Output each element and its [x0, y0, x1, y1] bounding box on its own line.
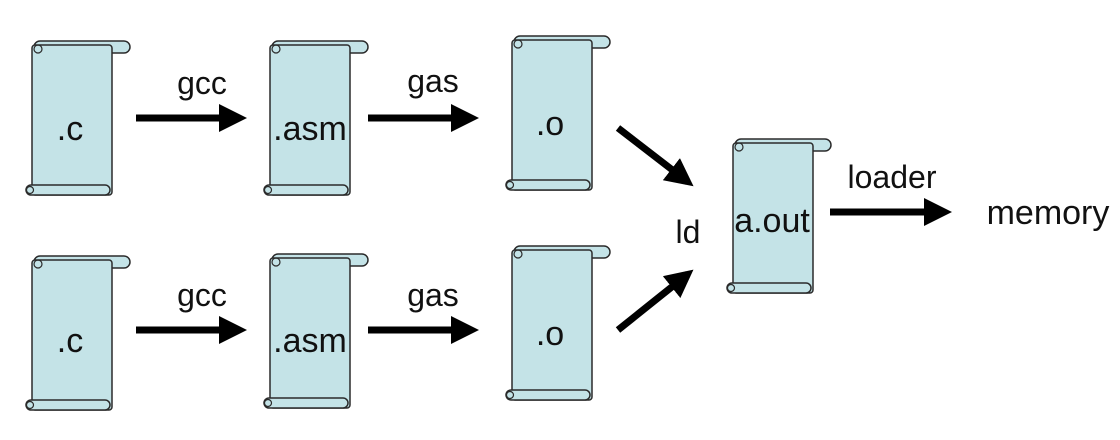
- object-file-scroll-row2: [505, 245, 611, 401]
- object-file-label-row2: .o: [536, 315, 564, 353]
- assembler-label-row1: gas: [407, 63, 459, 99]
- object-file-label-row1: .o: [536, 105, 564, 143]
- ld-arrow-upper: [615, 125, 694, 187]
- executable-file-label: a.out: [734, 202, 810, 240]
- ld-arrow-lower: [615, 269, 694, 333]
- source-file-label-row1: .c: [57, 110, 83, 148]
- memory-label: memory: [987, 194, 1110, 232]
- source-file-label-row2: .c: [57, 322, 83, 360]
- executable-file-scroll: [726, 138, 832, 294]
- assembly-file-scroll-row2: [263, 253, 369, 409]
- object-file-scroll-row1: [505, 35, 611, 191]
- assembler-label-row2: gas: [407, 277, 459, 313]
- compiler-label-row1: gcc: [177, 65, 227, 101]
- linker-label: ld: [676, 214, 701, 250]
- source-file-scroll-row1: [25, 40, 131, 196]
- assembly-file-label-row2: .asm: [273, 322, 347, 360]
- assembly-file-label-row1: .asm: [273, 110, 347, 148]
- loader-label: loader: [848, 159, 937, 195]
- compiler-label-row2: gcc: [177, 277, 227, 313]
- source-file-scroll-row2: [25, 255, 131, 411]
- assembly-file-scroll-row1: [263, 40, 369, 196]
